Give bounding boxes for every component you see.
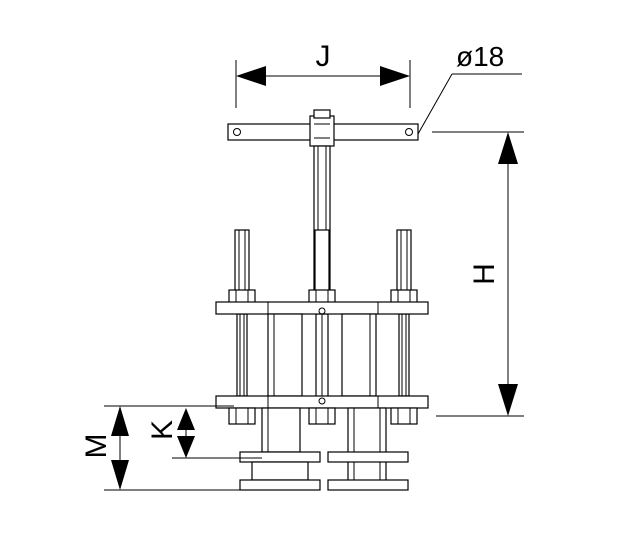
left-pipe-flange (239, 407, 321, 491)
left-threaded-rod (228, 229, 256, 397)
dimension-k: K (146, 408, 262, 459)
upper-plate (215, 301, 429, 315)
dimension-m: M (80, 405, 240, 491)
right-pipe-flange (327, 407, 409, 491)
dimension-h: H (432, 131, 524, 417)
dimension-k-label: K (146, 420, 179, 440)
right-threaded-rod (390, 229, 418, 397)
dimension-j-label: J (316, 40, 331, 73)
top-crossbar (227, 109, 419, 147)
diameter-label: ø18 (456, 41, 504, 72)
dimension-h-label: H (468, 263, 501, 285)
dimension-m-label: M (80, 434, 113, 459)
guide-cylinders (267, 313, 377, 397)
dimension-diameter: ø18 (417, 41, 522, 135)
middle-threaded-rod (308, 229, 336, 305)
lower-nuts (228, 407, 418, 425)
dimension-j: J (235, 40, 411, 108)
lower-plate (215, 395, 429, 409)
